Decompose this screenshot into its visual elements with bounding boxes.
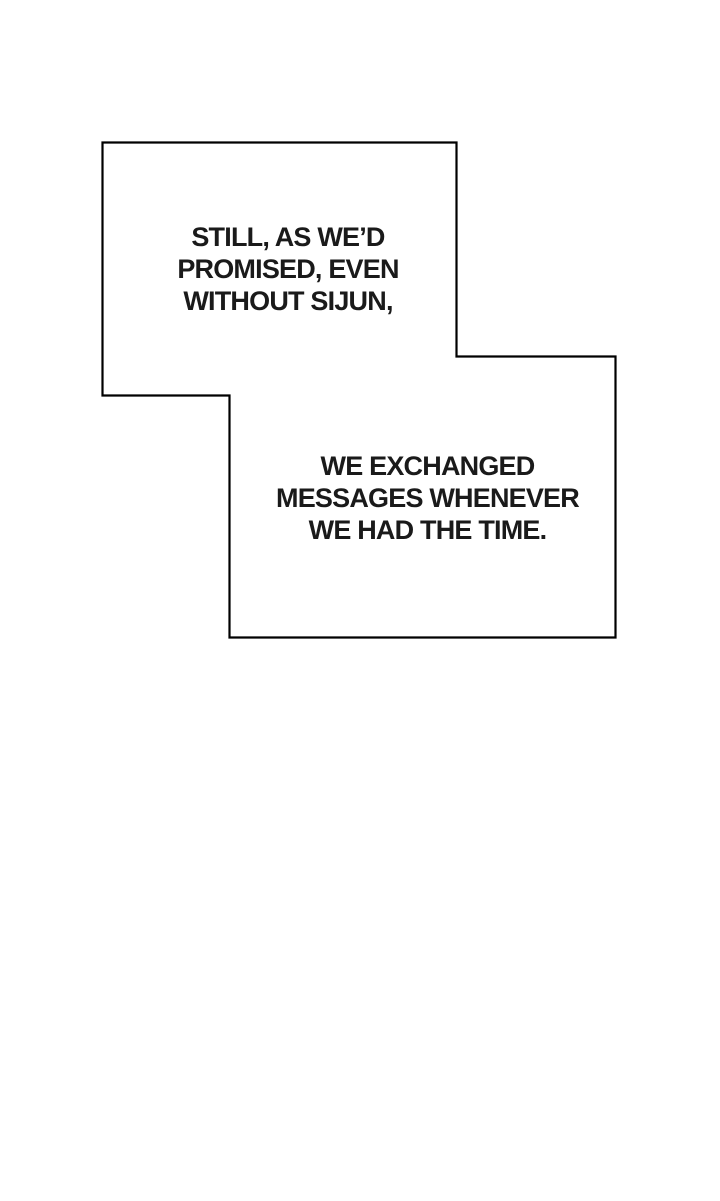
narration-line: WE HAD THE TIME. xyxy=(308,514,548,545)
narration-line: MESSAGES WHENEVER xyxy=(276,482,580,513)
narration-text-top-left: STILL, AS WE’D PROMISED, EVEN WITHOUT SI… xyxy=(102,142,457,396)
narration-text-bottom-right: WE EXCHANGED MESSAGES WHENEVER WE HAD TH… xyxy=(229,357,616,638)
narration-line: WE EXCHANGED xyxy=(320,450,536,481)
narration-line: PROMISED, EVEN xyxy=(177,254,399,284)
narration-line: STILL, AS WE’D xyxy=(191,222,385,252)
narration-boxes-outline-path xyxy=(101,141,617,639)
narration-line: WITHOUT SIJUN, xyxy=(183,286,393,316)
